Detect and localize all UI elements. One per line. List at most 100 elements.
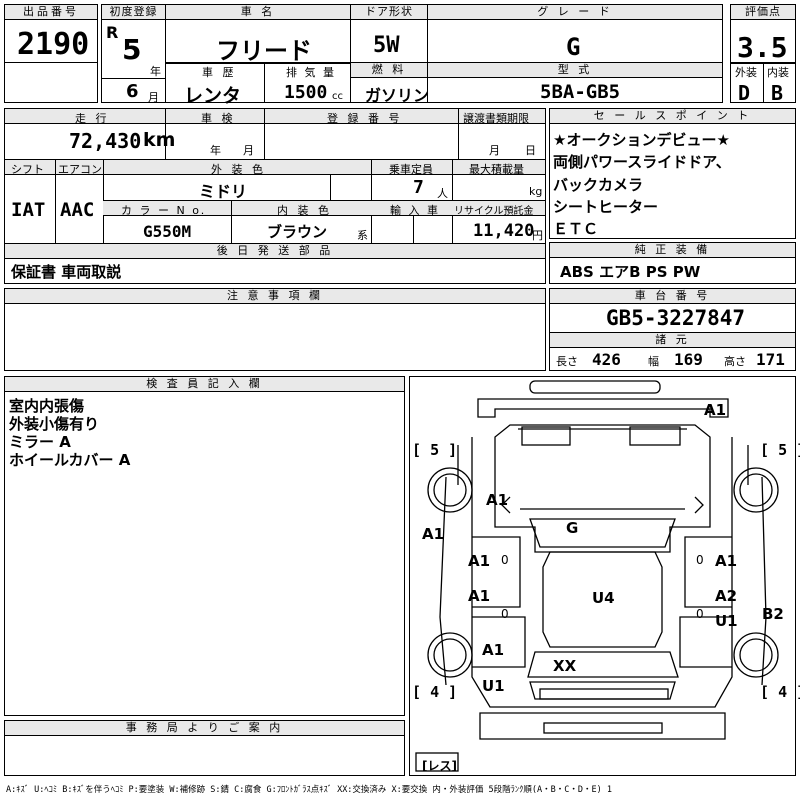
car-name-cell: 車 名 フリード 車 歴 排 気 量 レンタ 1500 cc: [165, 4, 351, 107]
zero-mark: 0: [696, 607, 704, 621]
sales-point-line: バックカメラ: [553, 176, 644, 194]
yen-unit: 円: [532, 229, 543, 242]
score: 3.5: [737, 31, 788, 64]
score-cell: 評価点 3.5 外装 内装 D B: [730, 4, 796, 105]
month-unit: 月: [148, 91, 159, 104]
recycle: 11,420: [473, 221, 535, 241]
chassis-number: GB5-3227847: [606, 306, 746, 330]
spec-table: 走 行 車 検 登 録 番 号 譲渡書類期限 72,430 km 年 月 月 日…: [4, 108, 546, 284]
inspector-line: ミラー A: [9, 433, 71, 451]
registration-cell: 初度登録 R 5 年 6 月: [101, 4, 166, 104]
zero-mark: 0: [696, 553, 704, 567]
tire-rr-score: [ 4 ]: [760, 683, 800, 701]
kei-unit: 系: [357, 229, 368, 242]
score-label: 評価点: [731, 5, 795, 20]
fuel: ガソリン: [365, 86, 430, 105]
sales-points-cell: セ ー ル ス ポ イ ン ト ★オークションデビュー★ 両側パワースライドドア…: [549, 108, 796, 239]
transfer-day-unit: 日: [525, 144, 536, 157]
damage-mark-hood[interactable]: A1: [486, 491, 509, 509]
mileage: 72,430: [69, 129, 142, 153]
length: 426: [592, 350, 621, 369]
int-color-label: 内 装 色: [277, 204, 332, 217]
transfer-month-unit: 月: [489, 144, 500, 157]
zero-mark: 0: [501, 553, 509, 567]
damage-mark-left-rear-door[interactable]: A1: [468, 587, 491, 605]
person-unit: 人: [437, 187, 448, 200]
dimensions-label: 諸 元: [550, 333, 795, 348]
inspection-label: 車 検: [201, 112, 236, 125]
deferred: 保証書 車両取説: [11, 263, 122, 281]
grade-label: グ レ ー ド: [428, 5, 722, 20]
equipment-cell: 純 正 装 備 ABS エアB PS PW: [549, 242, 796, 284]
sales-points-label: セ ー ル ス ポ イ ン ト: [550, 109, 795, 124]
damage-mark-roof[interactable]: U4: [592, 589, 615, 607]
inspection-month-unit: 月: [243, 144, 254, 157]
damage-mark-right-front-door[interactable]: A1: [715, 552, 738, 570]
displacement: 1500: [284, 82, 328, 103]
ext-score: D: [738, 81, 751, 105]
transfer-label: 譲渡書類期限: [463, 112, 529, 125]
damage-mark-left-quarter[interactable]: A1: [482, 641, 505, 659]
shift: IAT: [11, 199, 46, 221]
fuel-label: 燃 料: [351, 63, 427, 78]
damage-mark-right-rear-door-a2[interactable]: A2: [715, 587, 738, 605]
int-color: ブラウン: [267, 223, 328, 241]
damage-mark-windshield[interactable]: G: [566, 519, 579, 537]
model-label: 型 式: [428, 63, 722, 78]
registration-year: 5: [122, 33, 142, 66]
regno-label: 登 録 番 号: [327, 112, 403, 125]
shift-label: シフト: [11, 163, 44, 176]
damage-mark-left-front-door[interactable]: A1: [468, 552, 491, 570]
spec-header-bar-3: [103, 201, 545, 216]
inspection-year-unit: 年: [210, 144, 221, 157]
grade-cell: グ レ ー ド G 型 式 5BA-GB5: [427, 4, 723, 103]
recycle-label: リサイクル預託金: [454, 206, 534, 217]
kg-unit: kg: [529, 185, 543, 198]
damage-mark-left-rear-bumper[interactable]: U1: [482, 677, 505, 695]
color-label: 外 装 色: [211, 163, 266, 176]
color: ミドリ: [199, 182, 248, 201]
registration-label: 初度登録: [102, 5, 165, 20]
year-unit: 年: [150, 65, 161, 78]
sales-point-line: 両側パワースライドドア、: [553, 153, 731, 171]
inspector-line: ホイールカバー A: [9, 451, 131, 469]
notes-cell: 注 意 事 項 欄: [4, 288, 546, 371]
ac: AAC: [60, 199, 95, 221]
sales-point-line: シートヒーター: [553, 198, 659, 216]
sales-point-line: ＥＴＣ: [553, 220, 599, 238]
tire-fr-score: [ 5 ]: [760, 441, 800, 459]
int-score: B: [771, 81, 784, 105]
tire-fl-score: [ 5 ]: [412, 441, 458, 459]
color-no-label: カ ラ ー N o.: [121, 204, 207, 217]
door-label: ドア形状: [351, 5, 427, 20]
length-label: 長さ: [556, 355, 578, 368]
damage-mark-left-front-fender[interactable]: A1: [422, 525, 445, 543]
chassis-cell: 車 台 番 号 GB5-3227847 諸 元 長さ 426 幅 169 高さ …: [549, 288, 796, 371]
office-cell: 事 務 局 よ り ご 案 内: [4, 720, 405, 776]
capacity: 7: [413, 177, 424, 198]
chassis-label: 車 台 番 号: [550, 289, 795, 304]
lot-number-label: 出品番号: [5, 5, 97, 20]
lot-number-cell: 出品番号 2190: [4, 4, 98, 103]
int-label: 内装: [767, 66, 789, 79]
damage-mark-right-rear-door-u1[interactable]: U1: [715, 612, 738, 630]
inspector-label: 検 査 員 記 入 欄: [5, 377, 404, 392]
load-label: 最大積載量: [469, 163, 524, 176]
door-cell: ドア形状 5W 燃 料 ガソリン: [350, 4, 430, 105]
capacity-label: 乗車定員: [389, 163, 433, 176]
damage-mark-roof-front[interactable]: A1: [704, 401, 727, 419]
width: 169: [674, 350, 703, 369]
damage-mark-rear-glass[interactable]: XX: [553, 657, 577, 675]
history: レンタ: [184, 85, 242, 107]
inspector-line: 室内内張傷: [9, 397, 85, 415]
registration-month: 6: [126, 81, 139, 102]
inspector-line: 外装小傷有り: [9, 415, 100, 433]
inspector-cell: 検 査 員 記 入 欄 室内内張傷 外装小傷有り ミラー A ホイールカバー A: [4, 376, 405, 716]
damage-mark-right-quarter[interactable]: B2: [762, 605, 784, 623]
spec-header-bar: [5, 109, 545, 124]
deferred-label: 後 日 発 送 部 品: [5, 244, 545, 259]
door: 5W: [373, 33, 400, 58]
car-outline: [415, 380, 779, 772]
cc-unit: cc: [332, 91, 343, 102]
car-name: フリード: [216, 37, 312, 65]
